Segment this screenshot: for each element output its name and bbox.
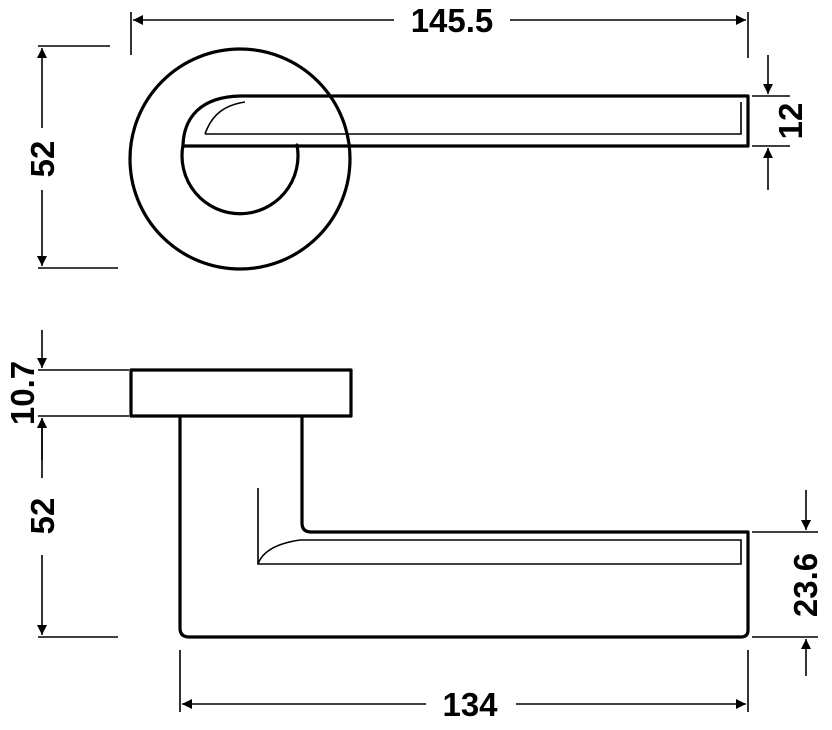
side-view (129, 368, 750, 639)
dim-rose-height: 10.7 (4, 361, 41, 425)
lever-top-outline (181, 94, 750, 148)
side-view-dimensions: 10.7 52 23.6 134 (4, 330, 824, 723)
rose-side-block (129, 368, 353, 418)
dim-overall-length: 145.5 (411, 2, 494, 39)
dim-lever-grip-height: 23.6 (787, 553, 824, 617)
top-view (128, 47, 750, 271)
lever-side-outline (178, 414, 750, 639)
rose-outer-circle (128, 47, 352, 271)
lever-top-bevel (204, 101, 742, 135)
dim-lever-length: 134 (442, 686, 498, 723)
dim-lever-thickness: 12 (772, 103, 809, 140)
top-view-dimensions: 145.5 52 12 (24, 2, 809, 269)
dim-projection: 52 (24, 498, 61, 535)
lever-side-inner (257, 488, 742, 565)
dim-rose-diameter: 52 (24, 141, 61, 178)
rose-inner-recess (180, 143, 300, 216)
